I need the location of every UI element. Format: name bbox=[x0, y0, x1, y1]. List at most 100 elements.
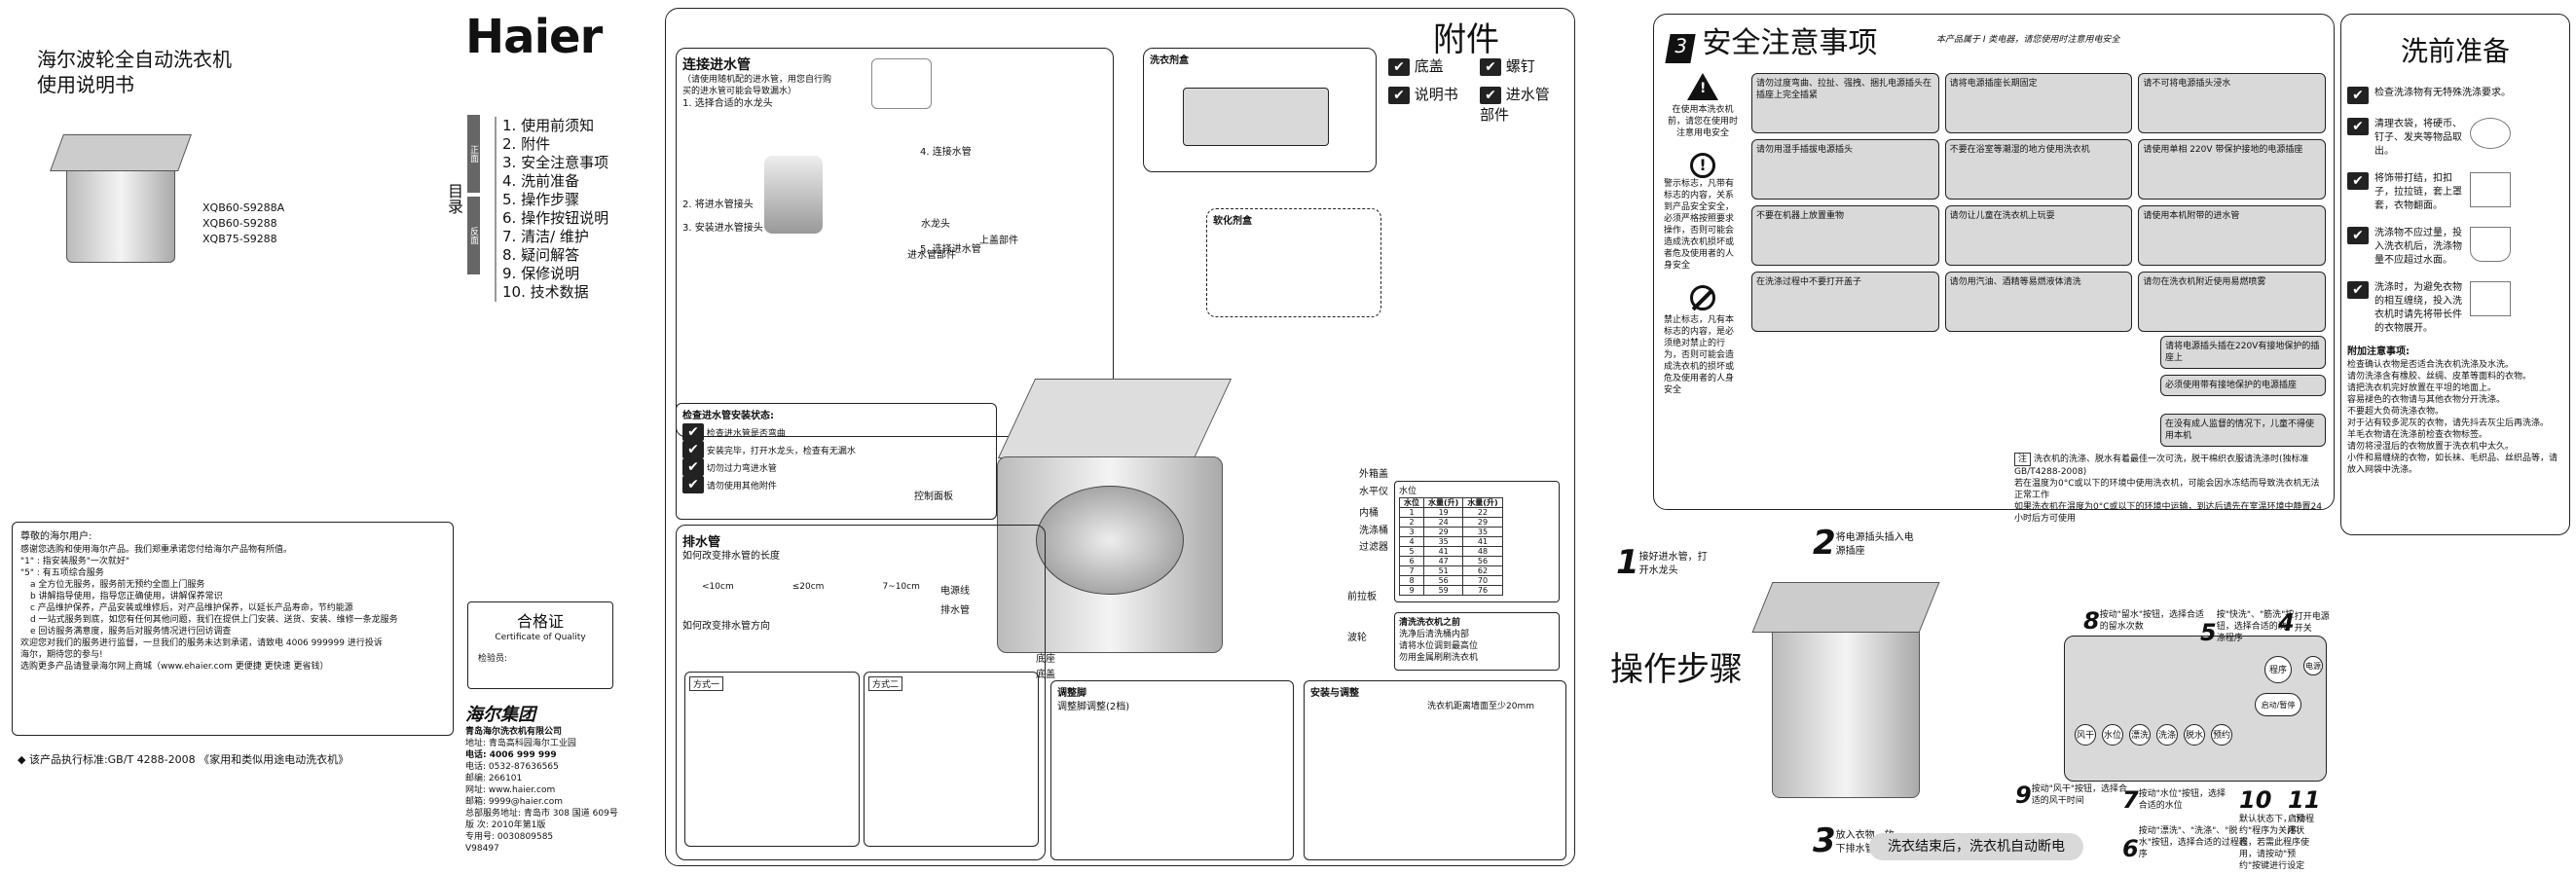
water-level-cell: 56 bbox=[1462, 556, 1503, 566]
toc-side-front: 正面 bbox=[467, 115, 480, 193]
spin-button[interactable]: 脱水 bbox=[2184, 724, 2205, 746]
prep-extra-item: 容易褪色的衣物请与其他衣物分开洗涤。 bbox=[2347, 395, 2506, 405]
safety-title: 3 安全注意事项 bbox=[1665, 18, 1878, 63]
accessory-screws: ✔ 螺钉 bbox=[1480, 55, 1564, 76]
water-level-cell: 70 bbox=[1462, 575, 1503, 586]
part-label-pulsator: 波轮 bbox=[1347, 633, 1367, 643]
prep-item: ✔将饰带打结，扣扣子，拉拉链，套上罩套，衣物翻面。 bbox=[2347, 172, 2563, 213]
safety-item: 请勿在洗衣机附近使用易燃喷雾 bbox=[2138, 272, 2326, 332]
prep-extra-item: 对于沾有较多泥灰的衣物，请先抖去灰尘后再洗涤。 bbox=[2347, 419, 2550, 428]
part-label-faucet: 水龙头 bbox=[921, 219, 950, 230]
check-icon: ✔ bbox=[1480, 87, 1501, 104]
accessories-title: 附件 bbox=[1433, 20, 1499, 59]
leveling-section: 调整脚 调整脚调整(2档) bbox=[1050, 680, 1294, 860]
water-level-cell: 51 bbox=[1422, 565, 1464, 576]
safety-operation-panel: 3 安全注意事项 本产品属于 I 类电器，请您使用时注意用电安全 在使用本洗衣机… bbox=[1606, 8, 2337, 871]
letter-box: 尊敬的海尔用户: 感谢您选购和使用海尔产品。我们郑重承诺您付给海尔产品物有所值。… bbox=[12, 522, 454, 736]
part-label-outer-cover: 外箱盖 bbox=[1359, 469, 1388, 480]
part-label-top-cover: 上盖部件 bbox=[979, 236, 1018, 246]
part-label-inlet-hose: 进水管部件 bbox=[907, 250, 956, 261]
drain-height-2: ≤20cm bbox=[791, 582, 825, 592]
toc-item[interactable]: 1. 使用前须知 bbox=[502, 117, 595, 134]
operation-illustration bbox=[1743, 563, 1957, 816]
detergent-drawer-section: 洗衣剂盒 bbox=[1143, 48, 1377, 172]
toc-item[interactable]: 4. 洗前准备 bbox=[502, 172, 580, 190]
delay-button[interactable]: 预约 bbox=[2211, 724, 2232, 746]
brand-logo: Haier bbox=[465, 10, 603, 64]
water-level-cell: 22 bbox=[1462, 507, 1503, 518]
toc-item[interactable]: 3. 安全注意事项 bbox=[502, 154, 609, 171]
drain-height-3: 7~10cm bbox=[882, 582, 920, 592]
rinse-button[interactable]: 漂洗 bbox=[2129, 724, 2151, 746]
water-level-cell: 35 bbox=[1422, 536, 1464, 547]
part-label-inner-tub: 内桶 bbox=[1359, 508, 1379, 519]
accessory-grid: ✔ 底盖 ✔ 螺钉 ✔ 说明书 ✔ 进水管部件 bbox=[1388, 55, 1564, 125]
prohibited-icon bbox=[1690, 285, 1715, 310]
step-6: 6按动"漂洗"、"洗涤"、"脱水"按钮，选择合适的过程程序 bbox=[2122, 826, 2248, 862]
program-button[interactable]: 程序 bbox=[2264, 656, 2292, 683]
accessory-manual: ✔ 说明书 bbox=[1388, 84, 1472, 125]
toc-item[interactable]: 8. 疑问解答 bbox=[502, 246, 580, 264]
power-button[interactable]: 电源 bbox=[2303, 656, 2323, 675]
toc-item[interactable]: 6. 操作按钮说明 bbox=[502, 209, 609, 227]
toc-item[interactable]: 5. 操作步骤 bbox=[502, 191, 580, 208]
prep-extra-item: 请勿将浸湿后的衣物放置于洗衣机中太久。 bbox=[2347, 442, 2515, 452]
prep-extra-item: 不要超大负荷洗涤衣物。 bbox=[2347, 407, 2445, 417]
part-label-drain-hose: 排水管 bbox=[940, 605, 970, 616]
water-level-cell: 62 bbox=[1462, 565, 1503, 576]
drain-method-1: 方式一 bbox=[684, 672, 860, 847]
drawer-illustration bbox=[1183, 88, 1329, 146]
wash-button[interactable]: 洗涤 bbox=[2156, 724, 2178, 746]
safety-legend: 在使用本洗衣机前，请您在使用时注意用电安全 ! 警示标志，凡带有标志的内容，关系… bbox=[1664, 73, 1742, 396]
check-icon: ✔ bbox=[682, 458, 704, 476]
check-inlet-section: 检查进水管安装状态: ✔ 检查进水管是否弯曲 ✔ 安装完毕，打开水龙头，检查有无… bbox=[676, 403, 997, 520]
safety-item: 请勿用湿手插拔电源插头 bbox=[1751, 139, 1939, 200]
check-icon: ✔ bbox=[682, 423, 704, 441]
dry-button[interactable]: 风干 bbox=[2075, 724, 2096, 746]
cover-machine-illustration bbox=[47, 125, 193, 271]
toc-item[interactable]: 10. 技术数据 bbox=[502, 283, 589, 301]
toc-item[interactable]: 7. 清洁/ 维护 bbox=[502, 228, 589, 245]
prep-extra-item: 小件和易缠绕的衣物，如长袜、毛织品、丝织品等，请放入网袋中洗涤。 bbox=[2347, 454, 2558, 475]
safety-item: 请勿让儿童在洗衣机上玩耍 bbox=[1944, 205, 2133, 266]
faucet-illustration bbox=[871, 58, 932, 109]
safety-item: 请使用本机附带的进水管 bbox=[2138, 205, 2326, 266]
child-note: 在没有成人监督的情况下，儿童不得使用本机 bbox=[2160, 414, 2326, 447]
inlet-section: 连接进水管 （请使用随机配的进水管，用您自行购买的进水管可能会导致漏水） 1. … bbox=[676, 48, 1114, 437]
water-level-cell: 7 bbox=[1399, 565, 1424, 576]
water-level-button[interactable]: 水位 bbox=[2102, 724, 2123, 746]
step-8: 8按动"留水"按钮，选择合适的留水次数 bbox=[2083, 607, 2204, 635]
safety-items-grid: 请勿过度弯曲、拉扯、强拽、捆扎电源插头在插座上完全插紧 请将电源插座长期固定 请… bbox=[1751, 73, 2326, 332]
coin-icon bbox=[2470, 118, 2511, 149]
drain-section: 排水管 如何改变排水管的长度 <10cm ≤20cm 7~10cm 如何改变排水… bbox=[676, 525, 1046, 860]
water-level-cell: 29 bbox=[1422, 527, 1464, 537]
safety-item: 不要在机器上放置重物 bbox=[1751, 205, 1939, 266]
clearance-section: 安装与调整 洗衣机距离墙面至少20mm bbox=[1304, 680, 1566, 860]
step-3: 3放入衣物、放下排水管 bbox=[1813, 821, 1895, 860]
safety-section: 3 安全注意事项 本产品属于 I 类电器，请您使用时注意用电安全 在使用本洗衣机… bbox=[1653, 14, 2335, 524]
accessory-inlet-hose: ✔ 进水管部件 bbox=[1480, 86, 1550, 124]
toc-item[interactable]: 2. 附件 bbox=[502, 135, 551, 153]
step-10: 10默认状态下，"预约"程序为关闭状态，若需此程序使用，请按动"预约"按键进行设… bbox=[2239, 786, 2310, 871]
safety-item: 请使用单相 220V 带保护接地的电源插座 bbox=[2138, 139, 2326, 200]
check-icon: ✔ bbox=[682, 441, 704, 458]
prep-extra-item: 检查确认衣物是否适合洗衣机洗涤及水洗。 bbox=[2347, 360, 2515, 370]
start-pause-button[interactable]: 启动/暂停 bbox=[2255, 693, 2301, 716]
check-icon: ✔ bbox=[1480, 58, 1501, 76]
toc-item[interactable]: 9. 保修说明 bbox=[502, 265, 580, 282]
water-level-cell: 59 bbox=[1422, 585, 1464, 596]
washer-exploded-diagram bbox=[958, 369, 1270, 680]
safety-item: 请勿用汽油、酒精等易燃液体清洗 bbox=[1944, 272, 2133, 332]
water-level-cell: 41 bbox=[1422, 546, 1464, 557]
water-level-cell: 41 bbox=[1462, 536, 1503, 547]
prep-extra-item: 请勿洗涤含有橡胶、丝绸、皮革等面料的衣物。 bbox=[2347, 372, 2532, 382]
water-level-cell: 47 bbox=[1422, 556, 1464, 566]
safety-tips: 注洗衣机的洗涤、脱水有着最佳一次可洗，脱干棉织衣服请洗涤时(独标准GB/T428… bbox=[2014, 453, 2322, 524]
shirt-icon bbox=[2470, 172, 2511, 207]
water-level-cell: 3 bbox=[1399, 527, 1424, 537]
